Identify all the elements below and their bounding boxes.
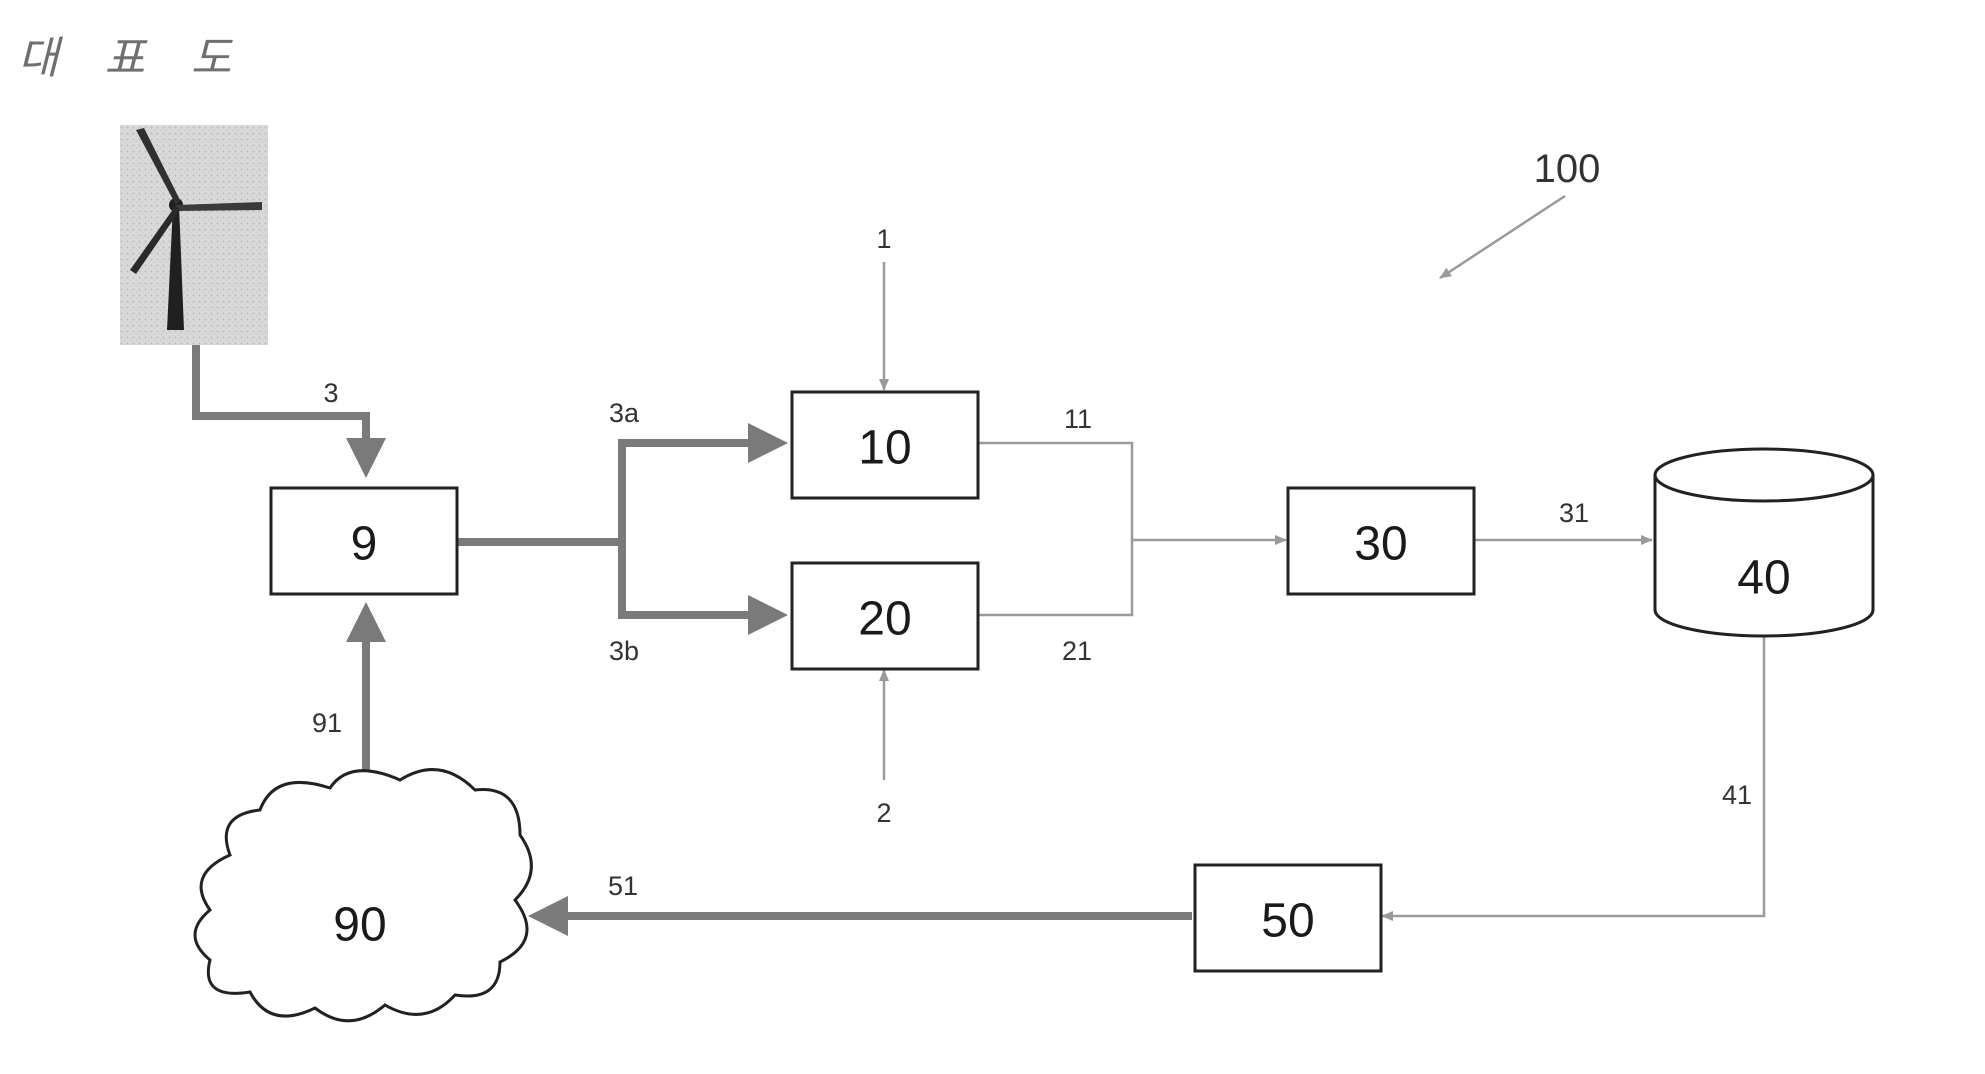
line-21 <box>978 540 1132 615</box>
line-11 <box>978 443 1132 540</box>
ref-3a: 3a <box>609 398 640 428</box>
block-10-label: 10 <box>858 422 911 475</box>
grid-cloud-90 <box>195 770 531 1021</box>
ref-2: 2 <box>876 798 891 828</box>
line-3 <box>196 345 366 470</box>
block-50-label: 50 <box>1261 895 1314 948</box>
storage-cylinder-40 <box>1655 449 1873 636</box>
line-41 <box>1382 636 1764 916</box>
block-20-label: 20 <box>858 593 911 646</box>
ref-91: 91 <box>312 708 342 738</box>
line-3b <box>622 542 780 615</box>
ref-31: 31 <box>1559 498 1589 528</box>
ref-51: 51 <box>608 871 638 901</box>
block-30-label: 30 <box>1354 518 1407 571</box>
line-100-pointer <box>1440 196 1565 278</box>
ref-21: 21 <box>1062 636 1092 666</box>
ref-3b: 3b <box>609 636 639 666</box>
block-90-label: 90 <box>333 899 386 952</box>
ref-41: 41 <box>1722 780 1752 810</box>
line-3a <box>622 443 780 542</box>
system-ref-100: 100 <box>1534 147 1601 191</box>
ref-1: 1 <box>876 224 891 254</box>
ref-11: 11 <box>1064 404 1092 434</box>
wind-turbine-icon <box>120 125 268 345</box>
block-9-label: 9 <box>351 518 378 571</box>
ref-3: 3 <box>323 378 338 408</box>
block-40-label: 40 <box>1737 552 1790 605</box>
